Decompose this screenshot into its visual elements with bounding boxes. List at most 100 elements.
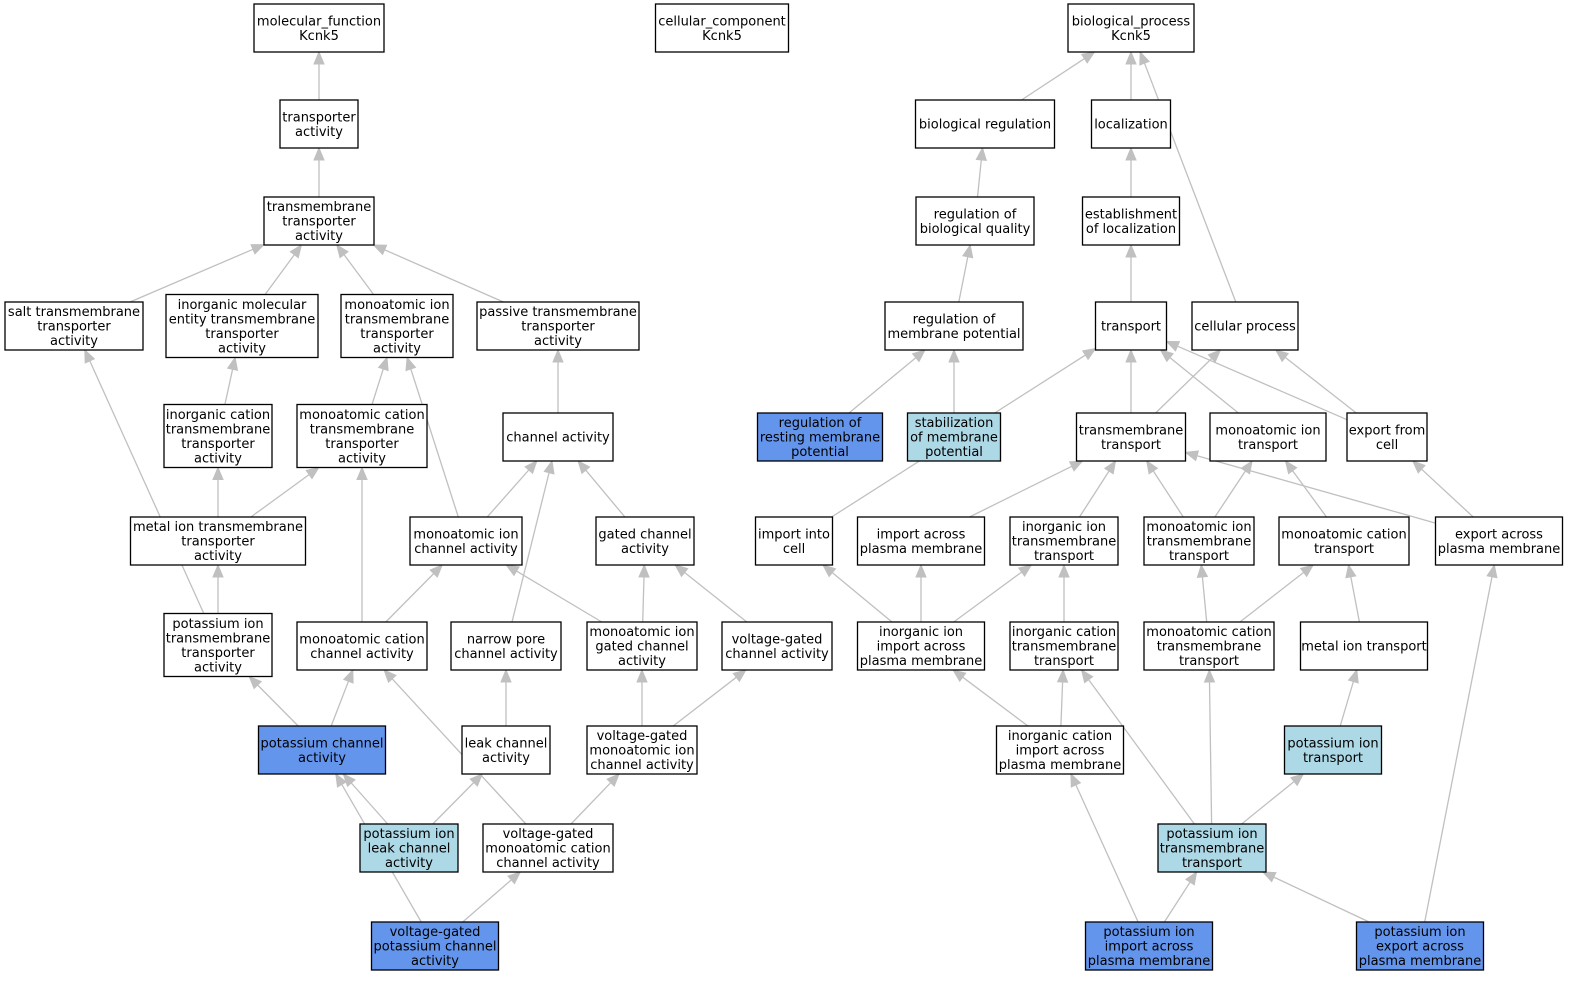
node-box[interactable] <box>1299 621 1429 671</box>
node-metal-ion-transport[interactable]: metal ion transport <box>1299 621 1429 671</box>
node-box[interactable] <box>476 301 640 351</box>
node-channel-activity[interactable]: channel activity <box>502 412 614 462</box>
node-box[interactable] <box>915 196 1035 246</box>
node-box[interactable] <box>595 516 695 566</box>
node-box[interactable] <box>279 99 359 149</box>
node-box[interactable] <box>1094 301 1168 351</box>
node-metal-ion-tm[interactable]: metal ion transmembranetransporteractivi… <box>129 516 307 566</box>
node-box[interactable] <box>263 196 375 246</box>
node-box[interactable] <box>1081 196 1181 246</box>
node-box[interactable] <box>1075 412 1187 462</box>
node-box[interactable] <box>296 621 428 671</box>
node-box[interactable] <box>461 725 551 775</box>
node-box[interactable] <box>1067 3 1195 53</box>
node-box[interactable] <box>257 725 387 775</box>
node-transport[interactable]: transport <box>1094 301 1168 351</box>
node-box[interactable] <box>296 403 428 469</box>
node-box[interactable] <box>129 516 307 566</box>
node-cellular-process[interactable]: cellular process <box>1191 301 1299 351</box>
node-mono-ion-tm[interactable]: monoatomic iontransmembranetransporterac… <box>340 293 454 359</box>
node-box[interactable] <box>1191 301 1299 351</box>
node-box[interactable] <box>359 823 459 873</box>
node-box[interactable] <box>1283 725 1383 775</box>
node-box[interactable] <box>1278 516 1410 566</box>
node-k-ion-tm[interactable]: potassium iontransmembranetransporteract… <box>163 612 273 678</box>
node-box[interactable] <box>1346 412 1428 462</box>
node-box[interactable] <box>502 412 614 462</box>
node-bio-reg[interactable]: biological regulation <box>914 99 1056 149</box>
node-box[interactable] <box>995 725 1125 775</box>
node-box[interactable] <box>1434 516 1564 566</box>
node-box[interactable] <box>163 612 273 678</box>
node-localization[interactable]: localization <box>1090 99 1172 149</box>
node-box[interactable] <box>906 412 1002 462</box>
node-box[interactable] <box>409 516 523 566</box>
node-box[interactable] <box>586 621 698 671</box>
node-box[interactable] <box>370 921 500 971</box>
node-box[interactable] <box>1209 412 1327 462</box>
node-box[interactable] <box>756 412 884 462</box>
node-box[interactable] <box>856 516 986 566</box>
node-box[interactable] <box>654 3 790 53</box>
node-box[interactable] <box>1143 621 1275 671</box>
node-box[interactable] <box>721 621 833 671</box>
node-box[interactable] <box>1084 921 1214 971</box>
node-box[interactable] <box>1157 823 1267 873</box>
node-box[interactable] <box>4 301 144 351</box>
node-box[interactable] <box>1009 516 1119 566</box>
node-box[interactable] <box>1009 621 1119 671</box>
node-inorg-cat-tm[interactable]: inorganic cationtransmembranetransporter… <box>163 403 273 469</box>
node-box[interactable] <box>914 99 1056 149</box>
node-mono-cat-tm[interactable]: monoatomic cationtransmembranetransporte… <box>296 403 428 469</box>
node-box[interactable] <box>884 301 1024 351</box>
node-box[interactable] <box>856 621 986 671</box>
node-box[interactable] <box>253 3 385 53</box>
node-box[interactable] <box>1143 516 1255 566</box>
node-box[interactable] <box>450 621 562 671</box>
node-box[interactable] <box>340 293 454 359</box>
node-box[interactable] <box>163 403 273 469</box>
node-box[interactable] <box>1355 921 1485 971</box>
node-box[interactable] <box>586 725 698 775</box>
node-box[interactable] <box>165 293 319 359</box>
